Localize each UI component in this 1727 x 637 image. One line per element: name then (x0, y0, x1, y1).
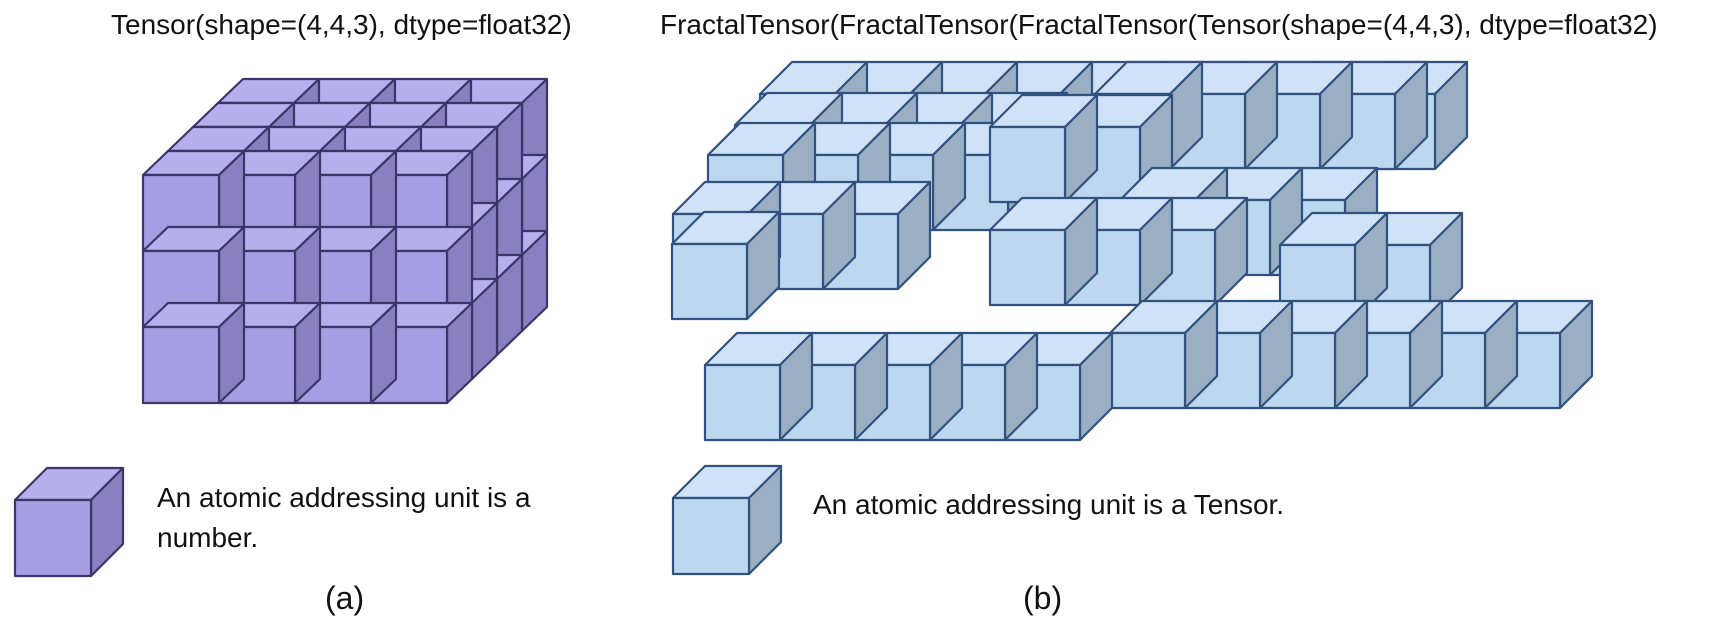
tensor-cube-b-front (988, 125, 1067, 204)
legend-cube-a-front (13, 498, 93, 578)
panel-b-label: (b) (1023, 580, 1063, 616)
tensor-cube-purple (141, 77, 549, 405)
tensor-cube-b-front (1108, 331, 1187, 410)
tensor-cube-b-front (703, 363, 782, 442)
legend-cube-number (13, 466, 125, 578)
panel-b-legend-text: An atomic addressing unit is a Tensor. (813, 489, 1285, 520)
tensor-cube-b-front (988, 228, 1067, 307)
panel-b-title: FractalTensor(FractalTensor(FractalTenso… (660, 9, 1658, 40)
panel-a-legend-line1: An atomic addressing unit is a (157, 482, 531, 513)
legend-cube-b-front (671, 496, 751, 576)
legend-cube-tensor (671, 464, 783, 576)
panel-a-label: (a) (325, 580, 365, 616)
fractal-tensor-blocks (670, 60, 1594, 442)
unit-cube-a-front (141, 325, 221, 405)
tensor-cube-b-front (670, 242, 749, 321)
panel-a-legend-line2: number. (157, 522, 259, 553)
panel-a-title: Tensor(shape=(4,4,3), dtype=float32) (111, 9, 572, 40)
